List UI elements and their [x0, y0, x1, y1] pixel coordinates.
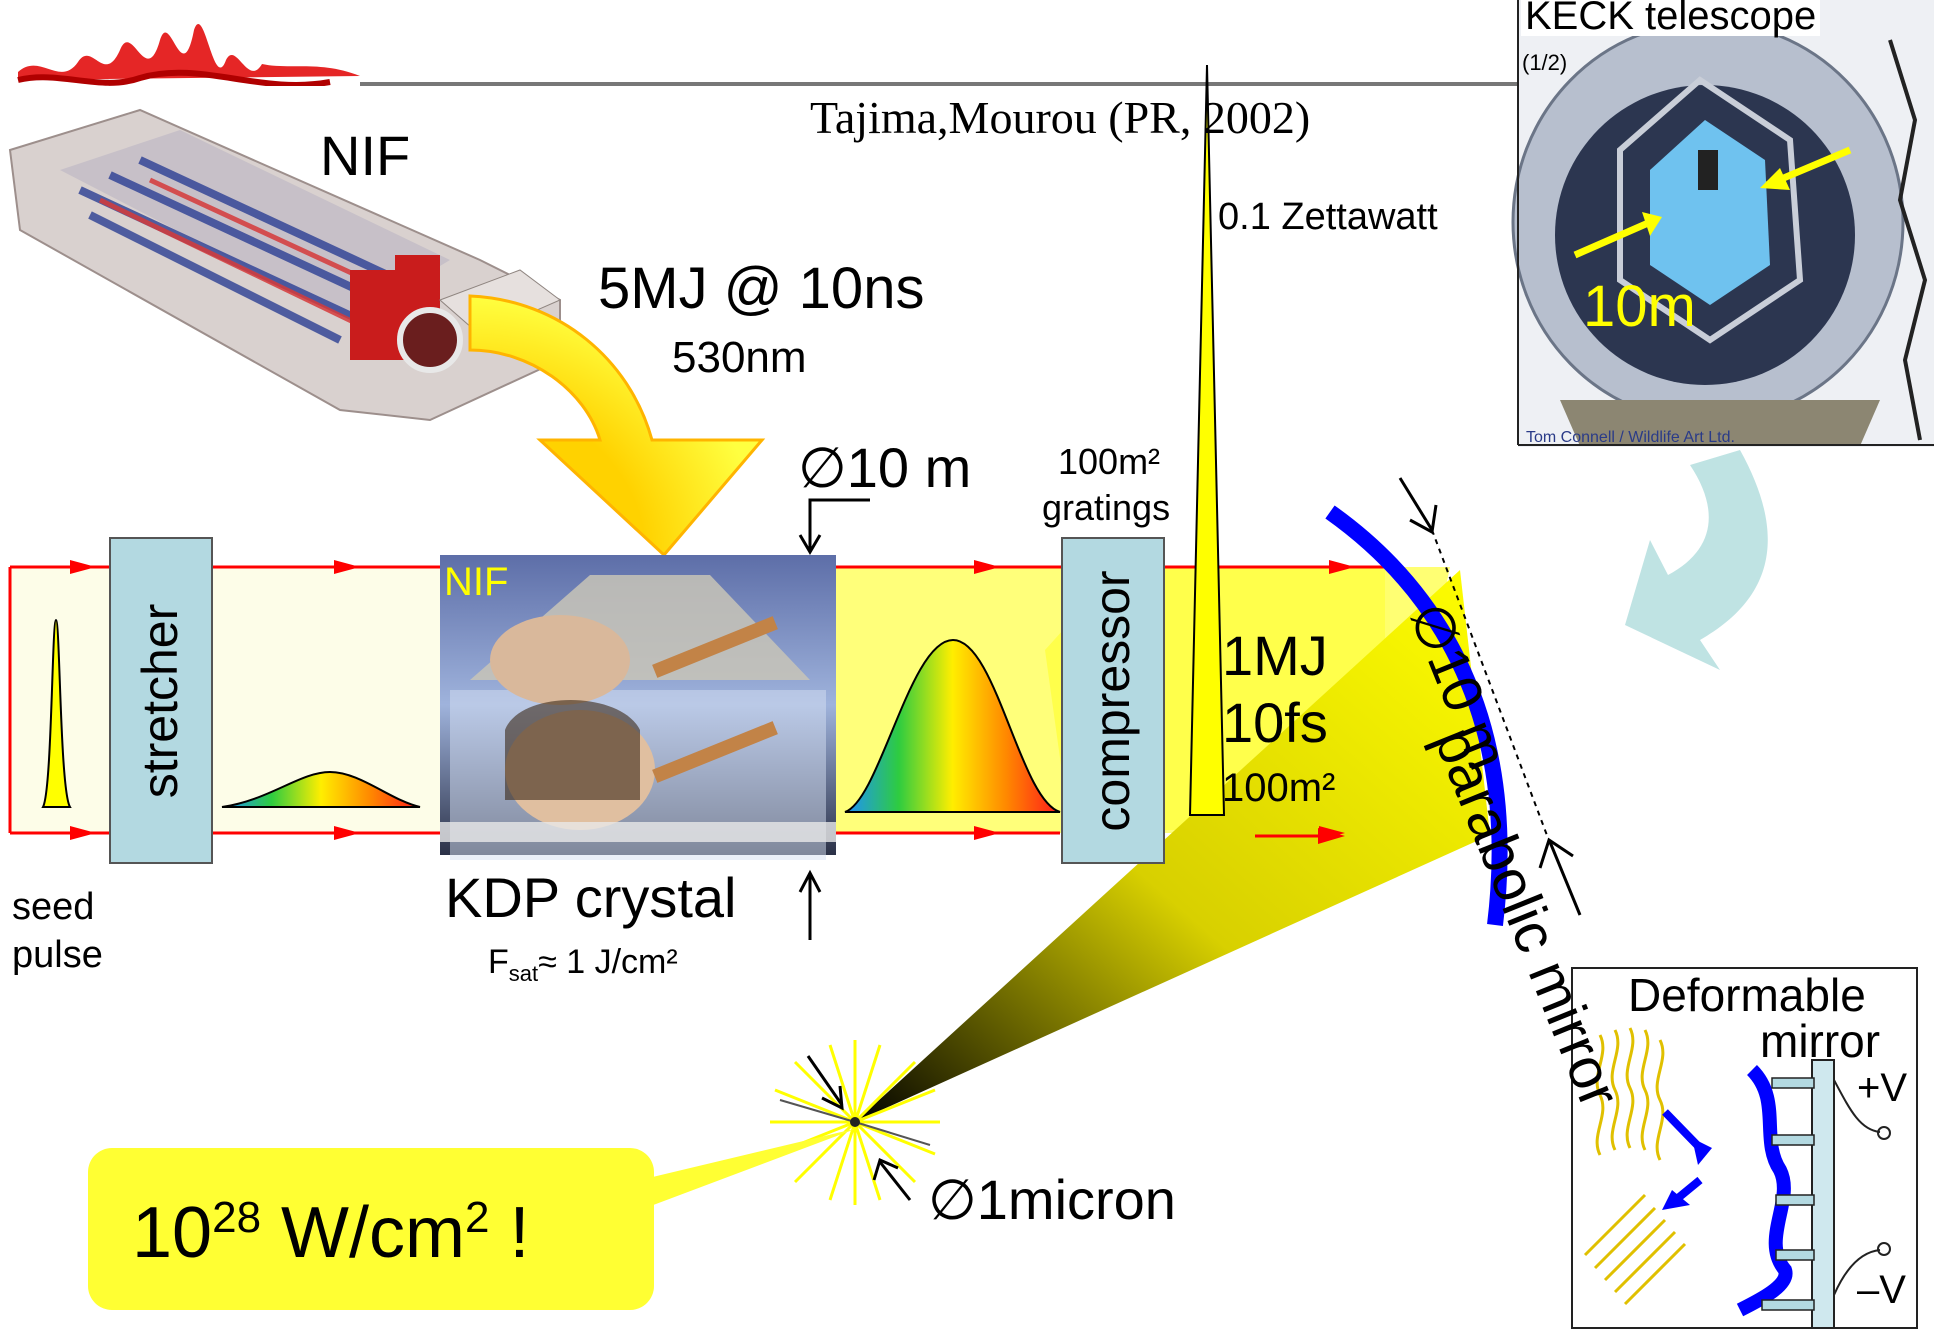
- seed-pulse-shape: [41, 618, 72, 808]
- beam-direction-arrows: [70, 560, 1355, 840]
- crystal-diameter-marker: [798, 498, 870, 940]
- focus-star-outline: [779, 1099, 931, 1146]
- nif-energy: 5MJ @ 10ns: [598, 256, 925, 321]
- seed-label-line2: pulse: [12, 934, 103, 976]
- amplified-pulse-shape: [844, 638, 1061, 813]
- nif-building-illustration: [0, 86, 576, 422]
- nif-label: NIF: [320, 124, 411, 187]
- gratings-area: 100m²: [1058, 441, 1161, 482]
- mirror-diameter-arrows: [1398, 477, 1582, 916]
- deformable-title-line1: Deformable: [1628, 969, 1866, 1021]
- crystal-diameter: ∅10 m: [798, 436, 972, 499]
- focusing-cone: [855, 570, 1490, 1122]
- focus-spot-size: ∅1micron: [928, 1168, 1176, 1231]
- output-duration: 10fs: [1222, 691, 1328, 754]
- crystal-photo-label: NIF: [444, 560, 509, 604]
- mirror-axis: [1431, 529, 1549, 839]
- keck-credit: Tom Connell / Wildlife Art Ltd.: [1526, 429, 1735, 446]
- intensity-base: 10: [132, 1193, 213, 1273]
- keck-title: KECK telescope: [1521, 0, 1821, 36]
- parabolic-mirror: [1325, 505, 1508, 926]
- output-energy: 1MJ: [1222, 624, 1328, 687]
- plus-voltage: +V: [1857, 1066, 1908, 1110]
- citation: Tajima,Mourou (PR, 2002): [810, 92, 1311, 143]
- keck-size: 10m: [1583, 274, 1696, 339]
- fsat-value: ≈ 1 J/cm²: [538, 943, 678, 981]
- keck-fraction: (1/2): [1522, 50, 1568, 75]
- logo-waveform: [17, 23, 360, 88]
- intensity-exponent: 28: [212, 1193, 262, 1242]
- intensity-callout: [88, 1148, 654, 1310]
- stretcher-label: stretcher: [132, 603, 188, 799]
- fsat-symbol: F: [488, 943, 509, 981]
- fsat-subscript: sat: [508, 960, 539, 986]
- compressor-box: [1061, 537, 1165, 864]
- output-arrow: [1318, 828, 1345, 844]
- gratings-label: gratings: [1042, 487, 1171, 528]
- deformable-mirror-inset: [1571, 967, 1918, 1329]
- minus-voltage: –V: [1857, 1268, 1906, 1312]
- deformable-title-line2: mirror: [1760, 1015, 1881, 1067]
- intensity-unit-exponent: 2: [465, 1193, 490, 1242]
- seed-label-line1: seed: [12, 886, 95, 928]
- stretched-pulse-shape: [221, 770, 421, 808]
- compressor-label: compressor: [1084, 570, 1140, 832]
- saturation-fluence: Fsat≈ 1 J/cm²: [488, 945, 678, 985]
- callout-pointer: [640, 1128, 858, 1210]
- nif-energy-arrow: [468, 294, 766, 558]
- peak-intensity: 1028 W/cm2 !: [132, 1193, 530, 1270]
- stretcher-box: [109, 537, 213, 864]
- compressed-pulse-spike: [1188, 64, 1226, 816]
- nif-wavelength: 530nm: [672, 333, 807, 382]
- output-area: 100m²: [1222, 766, 1336, 810]
- keck-telescope-photo: [1511, 0, 1934, 447]
- crystal-label: KDP crystal: [445, 866, 737, 929]
- intensity-unit: W/cm: [261, 1193, 465, 1273]
- focus-spot-arrows: [806, 1055, 912, 1201]
- keck-to-mirror-arrow: [1625, 450, 1768, 670]
- beam-power: 0.1 Zettawatt: [1218, 196, 1438, 238]
- intensity-tail: !: [489, 1193, 530, 1273]
- kdp-crystal-photo: [440, 555, 836, 860]
